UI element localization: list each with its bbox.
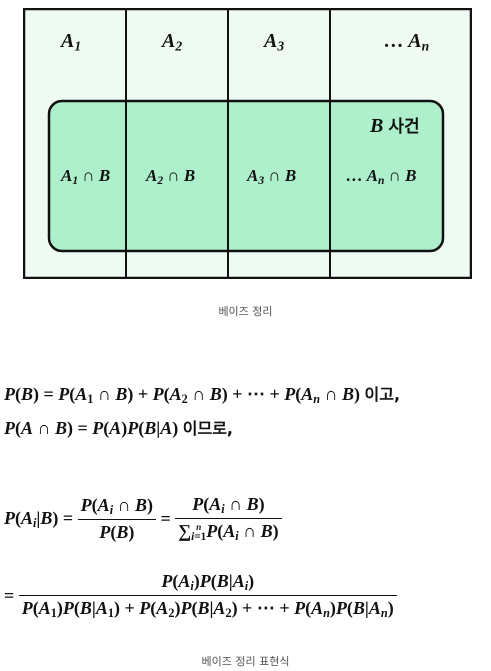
cell-label-a1: A1 [61, 30, 82, 54]
intersection-label-3: A3 ∩ B [247, 166, 297, 187]
intersection-label-n: … An ∩ B [346, 166, 417, 187]
cell-label-an: … An [384, 30, 430, 54]
figure-caption: 베이즈 정리 [218, 305, 273, 318]
event-b-title: B 사건 [370, 115, 420, 137]
bayes-partition-figure: A1 A2 A3 … An B 사건 A1 ∩ B A2 ∩ B A3 ∩ B … [22, 7, 473, 280]
equation-total-probability: P(B) = P(A1 ∩ B) + P(A2 ∩ B) + ⋯ + P(An … [4, 384, 401, 407]
cell-label-a3: A3 [264, 30, 285, 54]
equation-bayes-expanded: = P(Ai)P(B|Ai) P(A1)P(B|A1) + P(A2)P(B|A… [4, 571, 397, 621]
fraction-intersection-over-b: P(Ai ∩ B) P(B) [77, 495, 157, 543]
fraction-bayes-expanded: P(Ai)P(B|Ai) P(A1)P(B|A1) + P(A2)P(B|A2)… [18, 571, 397, 621]
bottom-caption: 베이즈 정리 표현식 [201, 655, 290, 668]
partition-diagram [22, 7, 473, 280]
cell-label-a2: A2 [162, 30, 183, 54]
intersection-label-2: A2 ∩ B [146, 166, 196, 187]
event-b-region [47, 99, 445, 253]
equation-line1-suffix: 이고, [364, 385, 401, 404]
equation-multiplication-rule: P(A ∩ B) = P(A)P(B|A) 이므로, [4, 418, 233, 438]
intersection-label-1: A1 ∩ B [61, 166, 111, 187]
equation-line2-suffix: 이므로, [182, 419, 233, 438]
